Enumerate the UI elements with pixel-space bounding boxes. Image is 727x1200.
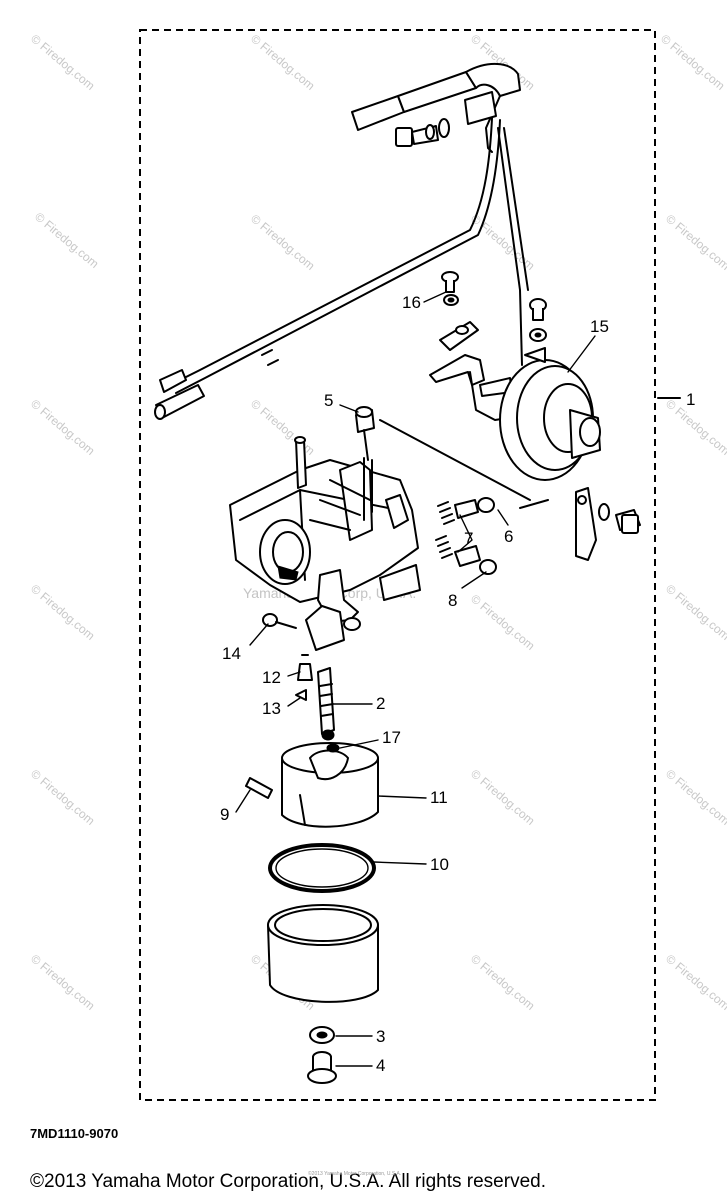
callout-13: 13 xyxy=(262,699,281,718)
callout-16: 16 xyxy=(402,293,421,312)
diagram-code: 7MD1110-9070 xyxy=(30,1126,118,1141)
watermark: © Firedog.com xyxy=(468,767,537,828)
callout-14: 14 xyxy=(222,644,241,663)
side-link-arm xyxy=(379,419,641,561)
float-bowl xyxy=(267,904,379,1003)
callout-8: 8 xyxy=(448,591,457,610)
part-10-gasket xyxy=(268,843,376,893)
watermark: © Firedog.com xyxy=(28,32,97,93)
tiny-copyright: ©2013 Yamaha Motor Corporation, U.S.A. xyxy=(308,1170,401,1177)
callouts: 1 2 3 4 5 6 7 8 9 10 11 12 13 14 15 16 1… xyxy=(220,293,695,1075)
callout-15: 15 xyxy=(590,317,609,336)
part-15-diaphragm xyxy=(429,298,601,481)
callout-6: 6 xyxy=(504,527,513,546)
part-14-screw xyxy=(262,613,297,629)
watermark: © Firedog.com xyxy=(663,767,727,828)
link-rod-assembly xyxy=(154,63,529,420)
part-3-washer xyxy=(309,1026,335,1044)
callout-10: 10 xyxy=(430,855,449,874)
watermark: © Firedog.com xyxy=(28,582,97,643)
callout-5: 5 xyxy=(324,391,333,410)
part-11-float xyxy=(281,742,379,828)
watermark: © Firedog.com xyxy=(468,952,537,1013)
callout-9: 9 xyxy=(220,805,229,824)
watermark: © Firedog.com xyxy=(28,952,97,1013)
watermark: © Firedog.com xyxy=(28,397,97,458)
callout-4: 4 xyxy=(376,1056,385,1075)
part-4-drain-screw xyxy=(307,1051,337,1084)
callout-1: 1 xyxy=(686,390,695,409)
watermark: © Firedog.com xyxy=(248,212,317,273)
watermark: © Firedog.com xyxy=(663,582,727,643)
callout-12: 12 xyxy=(262,668,281,687)
watermark: © Firedog.com xyxy=(248,32,317,93)
callout-3: 3 xyxy=(376,1027,385,1046)
watermark: © Firedog.com xyxy=(32,210,101,271)
watermark: © Firedog.com xyxy=(663,212,727,273)
carburetor-body xyxy=(229,406,421,651)
watermark: © Firedog.com xyxy=(663,952,727,1013)
watermark: © Firedog.com xyxy=(468,592,537,653)
watermark: © Firedog.com xyxy=(248,397,317,458)
leader-lines xyxy=(235,291,596,1067)
adjust-screws xyxy=(435,497,497,575)
part-16-screw xyxy=(441,271,459,306)
watermark: © Firedog.com xyxy=(658,32,727,93)
part-12-jet xyxy=(295,654,313,701)
callout-17: 17 xyxy=(382,728,401,747)
callout-11: 11 xyxy=(430,788,448,807)
watermark: © Firedog.com xyxy=(28,767,97,828)
callout-7: 7 xyxy=(464,529,473,548)
callout-2: 2 xyxy=(376,694,385,713)
copyright-text: ©2013 Yamaha Motor Corporation, U.S.A. A… xyxy=(30,1171,546,1192)
top-bolt xyxy=(395,118,450,147)
part-2-tube xyxy=(317,667,335,741)
part-9-pin xyxy=(245,777,273,799)
watermark: © Firedog.com xyxy=(468,212,537,273)
assembly-boundary xyxy=(139,29,681,1101)
